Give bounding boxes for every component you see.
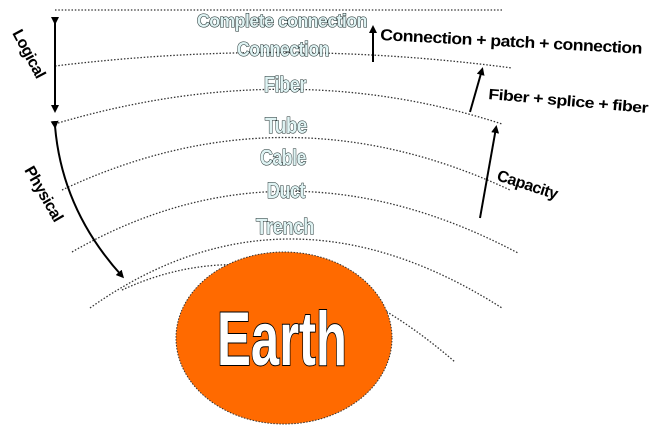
boundary-cable: [71, 190, 519, 254]
layer-complete-connection: Complete connection: [197, 11, 367, 31]
layer-trench: Trench: [256, 214, 314, 239]
boundary-tube: [61, 136, 511, 191]
boundary-fiber: [57, 88, 503, 125]
layer-connection: Connection: [237, 39, 329, 61]
fiber-annotation: Fiber + splice + fiber: [488, 86, 650, 117]
fiber-arrow: [469, 67, 485, 113]
capacity-annotation: Capacity: [495, 168, 560, 204]
boundary-connection: [54, 51, 513, 69]
capacity-arrow: [479, 125, 500, 219]
boundary-duct: [89, 238, 503, 309]
physical-label: Physical: [21, 164, 66, 225]
layer-fiber: Fiber: [264, 72, 307, 97]
logical-label: Logical: [8, 27, 48, 81]
layer-tube: Tube: [265, 113, 307, 138]
earth-ellipse: [175, 251, 393, 425]
layer-duct: Duct: [267, 178, 306, 203]
earth-label: Earth: [217, 297, 347, 382]
connection-annotation: Connection + patch + connection: [380, 27, 643, 58]
layer-cable: Cable: [260, 145, 306, 170]
physical-arrow: [50, 120, 125, 279]
